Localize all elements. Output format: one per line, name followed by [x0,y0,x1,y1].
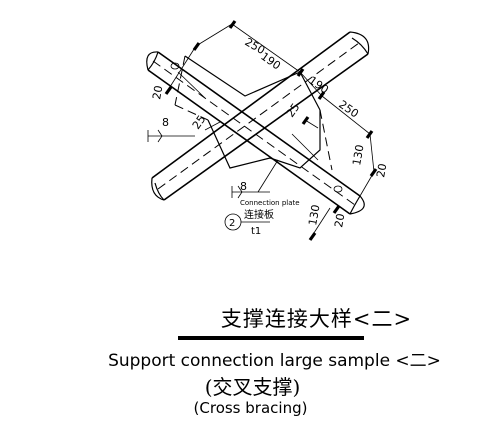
dim-20-left: 20 [150,84,165,100]
dim-20-right-upper: 20 [374,162,389,178]
caption-subtitle-cn: (交叉支撑) [204,375,301,399]
dim-190-b: 190 [306,74,331,97]
dimension-lines [164,20,378,241]
weld-symbol-left: 8 [147,116,195,143]
connection-plate-label-en: Connection plate [240,199,300,207]
connection-plate [174,55,333,171]
weld-symbol-bottom: 8 Connection plate [231,159,300,207]
connection-plate-label-cn: 连接板 [244,208,274,221]
dim-25-left: 25 [190,113,209,132]
slot-lines [170,62,343,193]
brace-member-ascending [151,31,370,201]
caption-underline [178,336,364,340]
dim-130-upper: 130 [350,144,366,167]
caption-title-cn: 支撑连接大样<二> [220,307,413,331]
plate-marker: 2 连接板 t1 [224,208,274,237]
dim-20-right-lower: 20 [332,212,347,228]
caption-title-en: Support connection large sample <二> [108,351,441,371]
brace-member-descending [146,51,365,215]
weld-size-left: 8 [162,116,169,129]
dim-130-lower: 130 [306,204,322,227]
marker-number: 2 [229,218,235,229]
caption-subtitle-en: (Cross bracing) [193,399,308,417]
weld-size-bottom: 8 [240,180,247,193]
plate-thickness: t1 [251,226,261,237]
